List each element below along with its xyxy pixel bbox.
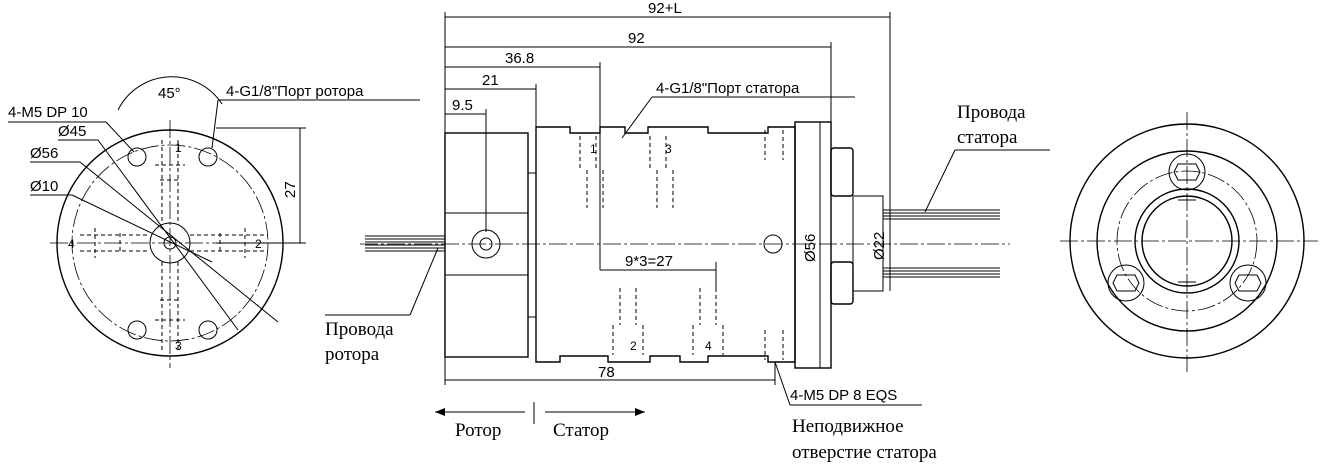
- side-port-4: 4: [705, 339, 712, 353]
- port-label-4: 4: [68, 237, 75, 251]
- side-port-3: 3: [665, 142, 672, 156]
- hex-head-left: [1112, 274, 1140, 292]
- m5-hole-bl: [127, 320, 147, 340]
- dim-92-label: 92: [628, 30, 645, 47]
- leader-m5-diag: [105, 121, 135, 153]
- fixed-hole-label-1: Неподвижное: [792, 416, 904, 437]
- angle-arc: [117, 76, 223, 111]
- connector-bot: [830, 261, 854, 305]
- leader-eqs: [774, 361, 791, 406]
- port-hole-tr: [198, 147, 218, 167]
- hex-bolt-right: [1229, 264, 1267, 302]
- stator-port-label: 4-G1/8"Порт статора: [656, 80, 800, 97]
- stator-label: Статор: [553, 420, 609, 441]
- leader-d56-diag: [79, 161, 279, 323]
- stator-hub: [852, 195, 884, 292]
- eqs-holes: [764, 130, 784, 360]
- dim-pitch-label: 9*3=27: [625, 253, 673, 270]
- angle-label: 45°: [158, 85, 181, 102]
- right-end-view: [1060, 112, 1318, 372]
- dia10-label: Ø10: [30, 178, 58, 195]
- fixed-hole-label-2: отверстие статора: [792, 442, 937, 463]
- stator-wires-label-2: статора: [957, 127, 1018, 148]
- top-port-channels: [579, 136, 674, 208]
- dim-78-label: 78: [598, 364, 615, 381]
- rotor-wires-label-2: ротора: [325, 344, 380, 365]
- eqs-label: 4-M5 DP 8 EQS: [790, 387, 897, 404]
- rotor-wires-label-1: Провода: [325, 319, 394, 340]
- rotor-wires: [365, 235, 445, 252]
- dim-368-label: 36.8: [505, 50, 534, 67]
- stator-flange: [794, 121, 832, 369]
- leader-d45-diag: [97, 139, 239, 331]
- leader-stator-wires: [924, 149, 956, 213]
- channel-3: [155, 262, 185, 350]
- m5-hole-tl: [127, 147, 147, 167]
- bore-keys: [1178, 199, 1196, 283]
- leader-rotor-wires: [409, 247, 439, 316]
- left-end-view: 1 2 3 4 45° 4-M5 DP 10 Ø45 Ø56 Ø10 4-G1/…: [8, 76, 420, 368]
- leader-d10-diag: [71, 194, 213, 263]
- channel-1: [155, 140, 185, 225]
- rotor-arrowhead: [435, 408, 445, 416]
- dia45-label: Ø45: [58, 123, 86, 140]
- dim-overall-label: 92+L: [648, 0, 682, 17]
- leader-stator-port-diag: [621, 96, 653, 139]
- bottom-port-channels: [612, 288, 724, 355]
- stator-wires-label-1: Провода: [957, 102, 1026, 123]
- dim-d56-label: Ø56: [802, 234, 819, 262]
- hex-bolt-top: [1168, 153, 1206, 191]
- stator-wires: [883, 209, 1000, 278]
- dim-d22-label: Ø22: [871, 232, 888, 260]
- side-port-2: 2: [630, 339, 637, 353]
- port-hole-br: [198, 320, 218, 340]
- rotor-step: [527, 172, 537, 318]
- dia56-label: Ø56: [30, 145, 58, 162]
- stator-body: [535, 126, 796, 363]
- channel-4: [80, 228, 150, 258]
- side-view: 1 2 3 4 92+L 92 36.8 21 9.5 4-G1/8"Порт …: [325, 0, 1050, 463]
- port-label-2: 2: [255, 237, 262, 251]
- rotor-label: Ротор: [455, 420, 501, 441]
- connector-top: [830, 147, 854, 197]
- side-port-1: 1: [590, 142, 597, 156]
- dim27-label: 27: [282, 181, 299, 198]
- port-label-1: 1: [175, 141, 182, 155]
- dim-95-label: 9.5: [452, 97, 473, 114]
- hex-head-top: [1173, 163, 1201, 181]
- leader-rotor-port-diag: [211, 99, 219, 149]
- hex-head-right: [1234, 274, 1262, 292]
- rotor-port-label: 4-G1/8"Порт ротора: [226, 83, 364, 100]
- stator-arrowhead: [635, 408, 645, 416]
- port-label-3: 3: [175, 339, 182, 353]
- m5-label: 4-M5 DP 10: [8, 104, 88, 121]
- dim-21-label: 21: [482, 72, 499, 89]
- hex-bolt-left: [1107, 264, 1145, 302]
- channel-2: [190, 228, 268, 258]
